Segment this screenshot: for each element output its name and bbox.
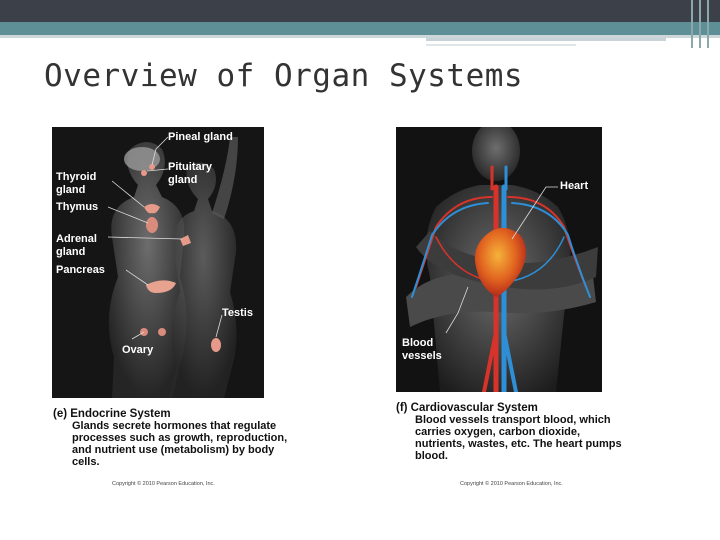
slide-accent-band [0,22,720,35]
endocrine-caption: (e) Endocrine System Glands secrete horm… [53,408,333,468]
cardiovascular-copyright: Copyright © 2010 Pearson Education, Inc. [460,481,563,487]
cardiovascular-caption-text: Blood vessels transport blood, which car… [396,414,686,462]
endocrine-copyright: Copyright © 2010 Pearson Education, Inc. [112,481,215,487]
label-testis: Testis [222,307,253,320]
endocrine-figure: Pineal gland Pituitary gland Thyroid gla… [52,127,264,398]
label-thymus: Thymus [56,201,98,214]
label-pancreas: Pancreas [56,264,105,277]
label-adrenal-gland: Adrenal gland [56,233,97,259]
label-blood-vessels: Blood vessels [402,337,442,363]
slide-accent-strip-short [426,44,576,46]
label-pineal-gland: Pineal gland [168,131,233,144]
slide-title: Overview of Organ Systems [44,58,523,94]
label-thyroid-gland: Thyroid gland [56,171,96,197]
endocrine-body-illustration [52,127,264,398]
label-ovary: Ovary [122,344,153,357]
label-heart: Heart [560,180,588,193]
label-pituitary-gland: Pituitary gland [168,161,212,187]
endocrine-caption-title: (e) Endocrine System [53,408,333,420]
cardiovascular-figure: Heart Blood vessels [396,127,602,392]
cardiovascular-caption-title: (f) Cardiovascular System [396,402,686,414]
endocrine-caption-text: Glands secrete hormones that regulate pr… [53,420,333,468]
slide-accent-strip [426,38,666,41]
slide-corner-stripes [683,0,720,48]
cardiovascular-caption: (f) Cardiovascular System Blood vessels … [396,402,686,462]
slide-top-bar [0,0,720,22]
